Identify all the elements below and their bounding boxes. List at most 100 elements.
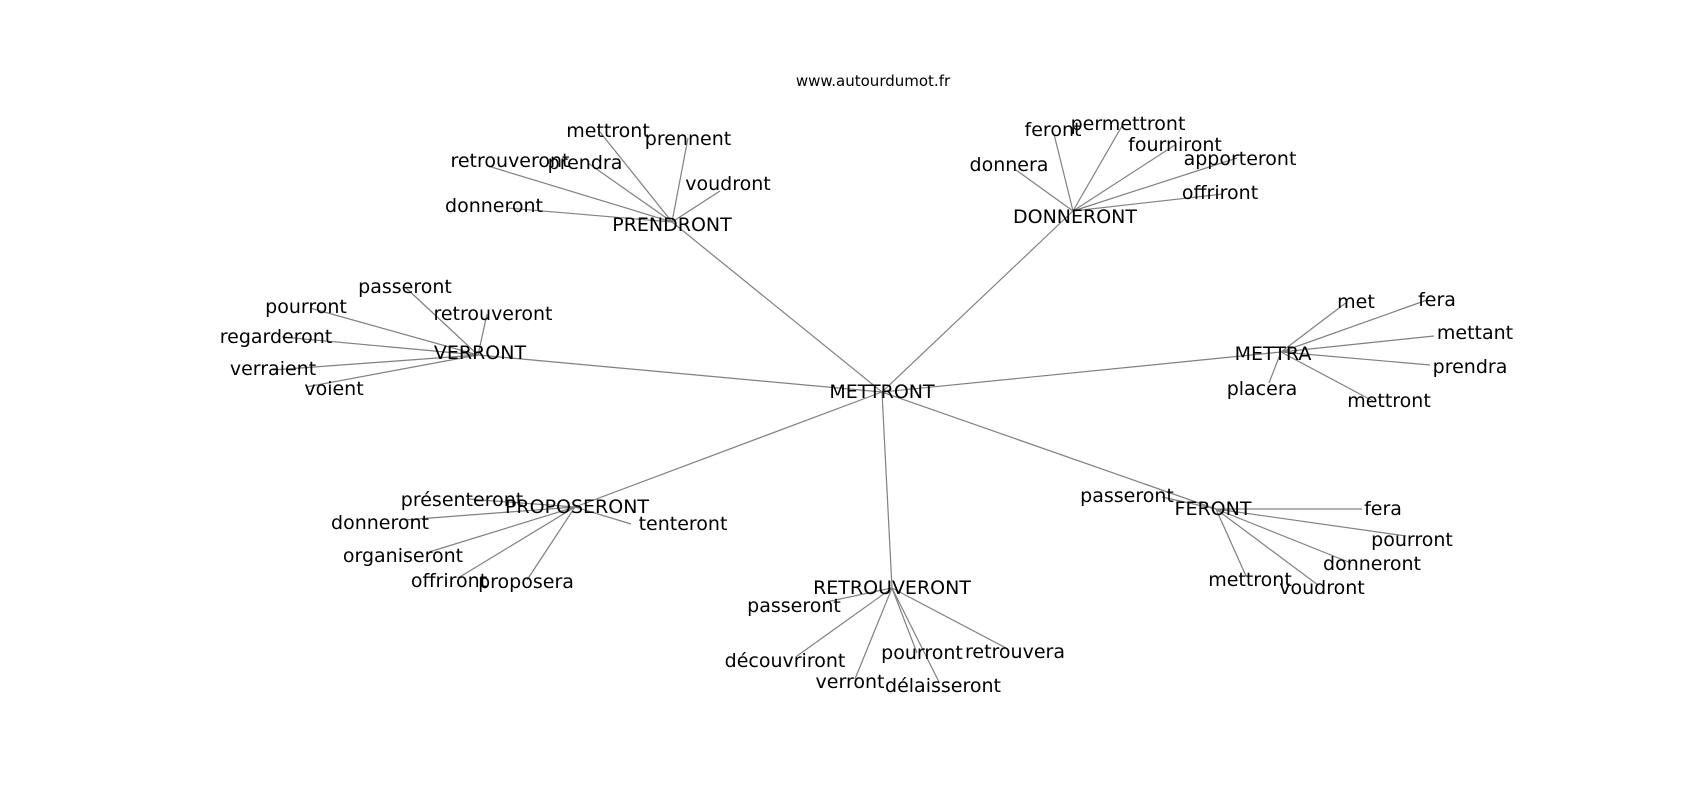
leaf-word-label: donneront <box>331 512 429 534</box>
leaf-word-label: donneront <box>445 195 543 217</box>
graph-edge <box>1053 133 1074 212</box>
leaf-word-label: prennent <box>645 128 731 150</box>
graph-edge <box>487 165 673 223</box>
graph-edge <box>1215 508 1407 537</box>
graph-edge <box>891 587 1007 649</box>
graph-edge <box>891 587 918 654</box>
leaf-word-label: pourront <box>265 296 347 318</box>
hub-word-label: RETROUVERONT <box>813 577 971 599</box>
leaf-word-label: met <box>1337 291 1375 313</box>
leaf-word-label: retrouveront <box>433 303 552 325</box>
leaf-word-label: mettront <box>1208 569 1292 591</box>
graph-edge <box>1161 496 1217 510</box>
graph-edge <box>526 506 576 581</box>
graph-edge <box>281 336 479 356</box>
leaf-word-label: passeront <box>747 595 841 617</box>
graph-edge <box>881 351 1282 393</box>
graph-edge <box>1215 508 1247 577</box>
edges-layer <box>272 125 1435 683</box>
graph-edge <box>1280 301 1348 353</box>
graph-edge <box>1280 335 1435 353</box>
leaf-word-label: tenteront <box>639 513 728 535</box>
graph-edge <box>309 307 479 356</box>
leaf-word-label: délaisseront <box>885 675 1001 697</box>
graph-edge <box>599 131 673 223</box>
graph-edge <box>671 137 689 223</box>
leaf-word-label: retrouvera <box>965 641 1065 663</box>
graph-edge <box>1215 508 1319 586</box>
leaf-word-label: passeront <box>1080 485 1174 507</box>
graph-edge <box>796 587 893 657</box>
graph-edge <box>574 391 883 508</box>
graph-edge <box>1072 125 1123 212</box>
labels-layer: METTRONTPRENDRONTmettrontprennentretrouv… <box>220 113 1513 697</box>
leaf-word-label: offriront <box>411 570 487 592</box>
leaf-word-label: permettront <box>1071 113 1186 135</box>
graph-edge <box>428 506 576 553</box>
graph-edge <box>671 221 883 393</box>
leaf-word-label: retrouveront <box>450 150 569 172</box>
graph-edge <box>881 210 1074 393</box>
leaf-word-label: prendra <box>548 152 623 174</box>
graph-edge <box>305 354 479 388</box>
graph-edge <box>477 313 488 356</box>
hub-word-label: VERRONT <box>434 342 527 364</box>
leaf-word-label: mettront <box>1347 390 1431 412</box>
leaf-word-label: organiseront <box>343 545 463 567</box>
leaf-word-label: pourront <box>881 642 963 664</box>
graph-edge <box>1015 169 1074 212</box>
graph-edge <box>272 354 479 371</box>
hub-word-label: PRENDRONT <box>612 214 732 236</box>
graph-edge <box>1280 351 1374 402</box>
graph-edge <box>825 587 893 603</box>
leaf-word-label: regarderont <box>220 326 333 348</box>
graph-edge <box>467 498 576 508</box>
leaf-word-label: prendra <box>1433 356 1508 378</box>
leaf-word-label: apporteront <box>1184 148 1297 170</box>
leaf-word-label: fera <box>1364 498 1402 520</box>
hub-word-label: DONNERONT <box>1013 206 1137 228</box>
graph-edge <box>403 506 576 521</box>
leaf-word-label: mettront <box>566 120 650 142</box>
leaf-word-label: placera <box>1227 378 1298 400</box>
graph-edge <box>1280 299 1428 353</box>
hub-word-label: METTRA <box>1235 343 1312 365</box>
graph-edge <box>1268 351 1282 384</box>
graph-edge <box>1072 157 1238 212</box>
hub-word-label: PROPOSERONT <box>505 496 649 518</box>
hub-word-label: FERONT <box>1175 498 1252 520</box>
leaf-word-label: mettant <box>1437 322 1513 344</box>
graph-edge <box>1072 193 1224 212</box>
graph-edge <box>671 190 721 223</box>
graph-edge <box>477 354 883 393</box>
graph-edge <box>506 207 673 223</box>
graph-edge <box>574 506 632 525</box>
graph-edge <box>1215 508 1352 564</box>
graph-edge <box>404 286 479 356</box>
leaf-word-label: verraient <box>230 358 316 380</box>
graph-edge <box>854 587 893 680</box>
graph-edge <box>881 391 893 589</box>
graph-edge <box>891 587 940 683</box>
graph-edge <box>1072 144 1176 212</box>
graph-edge <box>457 506 576 579</box>
leaf-word-label: verront <box>816 671 885 693</box>
leaf-word-label: présenteront <box>401 489 523 511</box>
leaf-word-label: feront <box>1025 119 1082 141</box>
center-word-label: METTRONT <box>829 381 935 403</box>
leaf-word-label: passeront <box>358 276 452 298</box>
site-url: www.autourdumot.fr <box>795 72 951 90</box>
leaf-word-label: pourront <box>1371 529 1453 551</box>
leaf-word-label: voient <box>304 378 363 400</box>
leaf-word-label: fera <box>1418 289 1456 311</box>
leaf-word-label: voudront <box>1279 577 1364 599</box>
leaf-word-label: découvriront <box>725 650 846 672</box>
leaf-word-label: donnera <box>970 154 1049 176</box>
leaf-word-label: fourniront <box>1128 134 1222 156</box>
leaf-word-label: voudront <box>685 173 770 195</box>
leaf-word-label: donneront <box>1323 553 1421 575</box>
leaf-word-label: offriront <box>1182 182 1258 204</box>
graph-edge <box>1280 351 1431 366</box>
leaf-word-label: proposera <box>478 571 574 593</box>
